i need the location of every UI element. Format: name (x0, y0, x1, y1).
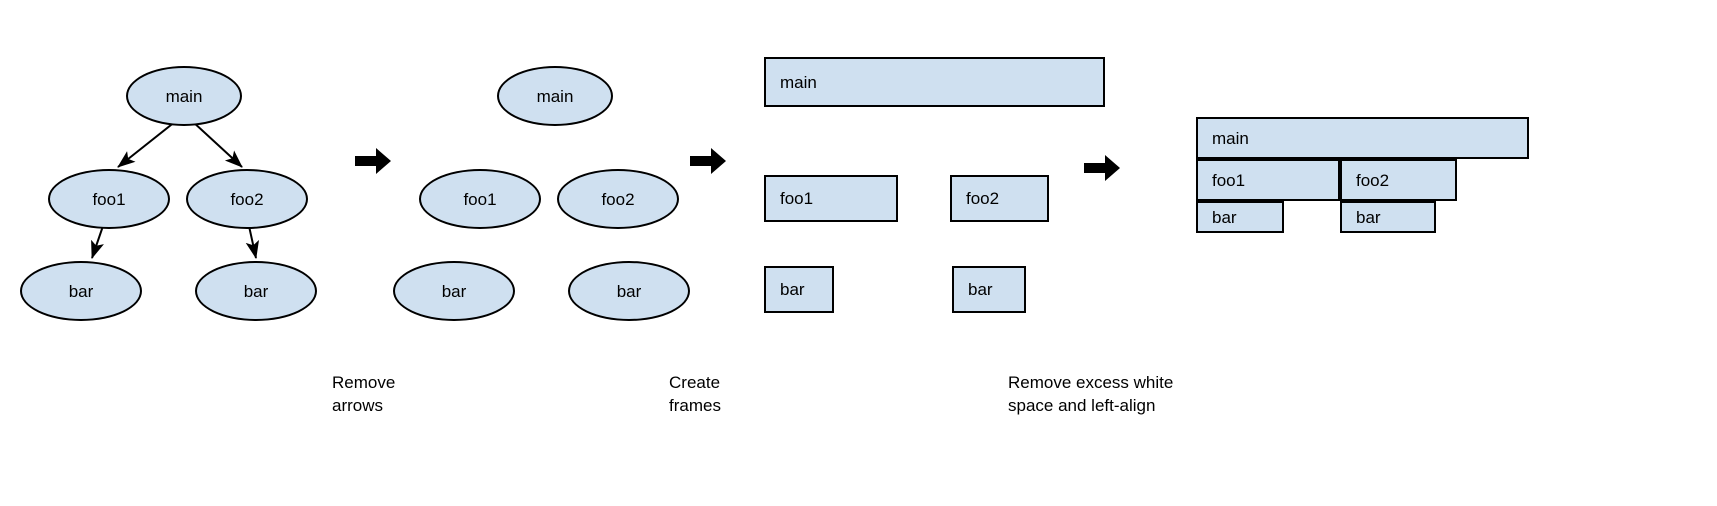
node-label: bar (968, 280, 993, 299)
tree-node-foo1[interactable]: foo1 (48, 169, 170, 229)
flame-node-foo1[interactable]: foo1 (1196, 159, 1340, 201)
detached-node-main[interactable]: main (497, 66, 613, 126)
node-label: bar (243, 281, 269, 301)
caption-create-frames: Create frames (669, 373, 721, 415)
node-label: foo1 (1212, 170, 1246, 190)
node-label: foo1 (92, 189, 126, 209)
detached-node-bar-2[interactable]: bar (568, 261, 690, 321)
node-label: foo1 (780, 189, 814, 208)
flame-node-foo2[interactable]: foo2 (1340, 159, 1457, 201)
flame-node-bar-1[interactable]: bar (1196, 201, 1284, 233)
node-label: foo2 (601, 189, 635, 209)
tree-node-main[interactable]: main (126, 66, 242, 126)
node-label: bar (1212, 207, 1237, 227)
detached-node-bar-1[interactable]: bar (393, 261, 515, 321)
node-label: bar (68, 281, 94, 301)
node-label: foo2 (230, 189, 264, 209)
frame-node-bar-1[interactable]: bar (764, 266, 834, 313)
frame-node-foo2[interactable]: foo2 (950, 175, 1049, 222)
node-label: main (165, 86, 203, 106)
node-label: main (536, 86, 574, 106)
node-label: main (1212, 128, 1249, 148)
flame-node-main[interactable]: main (1196, 117, 1529, 159)
node-label: foo2 (966, 189, 1000, 208)
flame-node-bar-2[interactable]: bar (1340, 201, 1436, 233)
node-label: bar (780, 280, 805, 299)
node-label: bar (1356, 207, 1381, 227)
detached-node-foo2[interactable]: foo2 (557, 169, 679, 229)
node-label: bar (616, 281, 642, 301)
step-arrow-1-icon (355, 148, 391, 174)
detached-node-foo1[interactable]: foo1 (419, 169, 541, 229)
tree-node-bar-1[interactable]: bar (20, 261, 142, 321)
node-label: bar (441, 281, 467, 301)
caption-remove-arrows: Remove arrows (332, 373, 396, 415)
frame-node-main[interactable]: main (764, 57, 1105, 107)
frame-node-bar-2[interactable]: bar (952, 266, 1026, 313)
node-label: foo2 (1356, 170, 1390, 190)
step-arrow-2-icon (690, 148, 726, 174)
caption-remove-excess-whitespace: Remove excess white space and left-align (1008, 373, 1174, 415)
tree-node-foo2[interactable]: foo2 (186, 169, 308, 229)
step-arrow-3-icon (1084, 155, 1120, 181)
node-label: main (780, 72, 817, 92)
tree-node-bar-2[interactable]: bar (195, 261, 317, 321)
frame-node-foo1[interactable]: foo1 (764, 175, 898, 222)
node-label: foo1 (463, 189, 497, 209)
